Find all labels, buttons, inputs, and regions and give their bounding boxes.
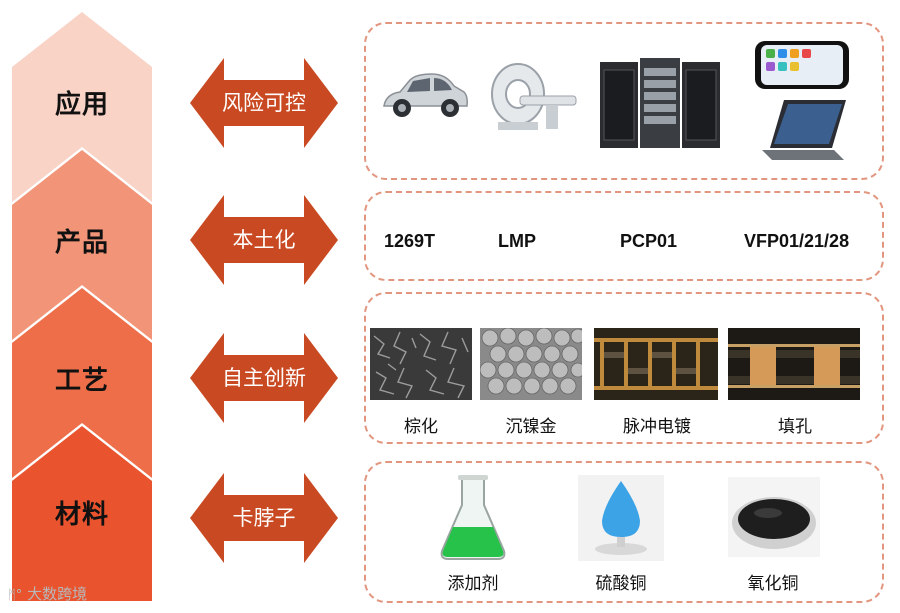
enig-texture-image [480, 328, 582, 400]
arrow-label-bottleneck: 卡脖子 [190, 473, 338, 563]
server-rack-icon [598, 58, 722, 150]
watermark-text: 大数跨境 [27, 585, 87, 603]
via-fill-cross-section-image [728, 328, 860, 400]
car-icon [380, 68, 470, 124]
arrow-bottleneck: 卡脖子 [190, 473, 338, 563]
product-label-lmp: LMP [498, 231, 536, 252]
watermark-logo-icon: ᛗ° [8, 588, 22, 603]
copper-oxide-image [728, 477, 820, 557]
brown-oxide-texture-image [370, 328, 472, 400]
ct-scanner-icon [484, 60, 580, 132]
product-label-vfp: VFP01/21/28 [744, 231, 849, 252]
phone-icon [754, 40, 850, 90]
process-label-pulse-plating: 脉冲电镀 [602, 412, 712, 437]
level-label-product: 产品 [0, 222, 164, 259]
arrow-label-localization: 本土化 [190, 195, 338, 285]
panel-products: 1269T LMP PCP01 VFP01/21/28 [364, 191, 884, 281]
product-label-pcp01: PCP01 [620, 231, 677, 252]
arrow-label-risk-control: 风险可控 [190, 58, 338, 148]
pulse-plating-cross-section-image [594, 328, 718, 400]
flask-additive-image [438, 475, 508, 561]
copper-sulfate-image [578, 475, 664, 561]
process-label-brown-oxide: 棕化 [366, 412, 476, 437]
product-label-1269t: 1269T [384, 231, 435, 252]
material-label-copper-sulfate: 硫酸铜 [566, 569, 676, 594]
level-label-material: 材料 [0, 494, 164, 531]
panel-processes: 棕化 沉镍金 脉冲电镀 填孔 [364, 292, 884, 444]
level-label-application: 应用 [0, 84, 164, 121]
arrow-label-innovation: 自主创新 [190, 333, 338, 423]
arrow-localization: 本土化 [190, 195, 338, 285]
panel-materials: 添加剂 硫酸铜 氧化铜 [364, 461, 884, 603]
level-label-process: 工艺 [0, 360, 164, 397]
arrow-innovation: 自主创新 [190, 333, 338, 423]
material-label-additive: 添加剂 [418, 569, 528, 594]
watermark: ᛗ° 大数跨境 [8, 583, 87, 604]
process-label-enig: 沉镍金 [476, 412, 586, 437]
arrow-risk-control: 风险可控 [190, 58, 338, 148]
panel-applications [364, 22, 884, 180]
laptop-icon [758, 98, 850, 164]
process-label-via-fill: 填孔 [740, 412, 850, 437]
material-label-copper-oxide: 氧化铜 [718, 569, 828, 594]
